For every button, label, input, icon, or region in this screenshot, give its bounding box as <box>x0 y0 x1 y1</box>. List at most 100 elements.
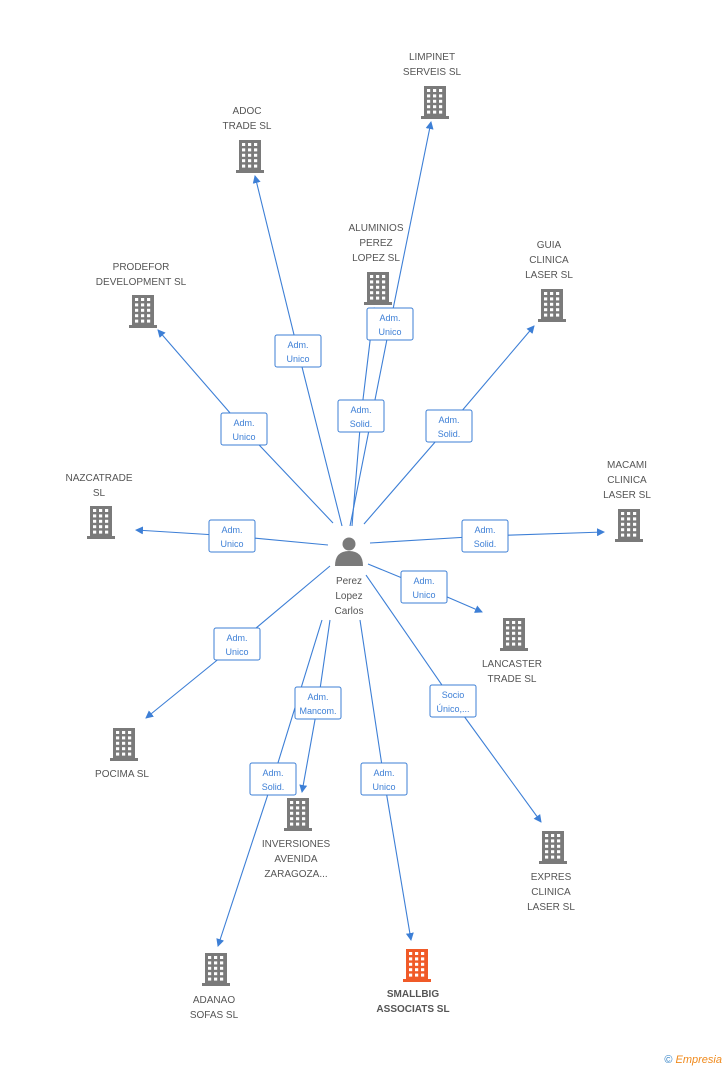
company-label-line: LASER SL <box>603 490 651 501</box>
relation-label: Adm.Solid. <box>438 415 461 439</box>
company-label-line: PEREZ <box>359 238 392 249</box>
company-label-line: SOFAS SL <box>190 1010 239 1021</box>
company-label-line: LASER SL <box>527 902 575 913</box>
company-label-line: PRODEFOR <box>113 262 170 273</box>
company-label-line: GUIA <box>537 240 562 251</box>
company-node-pocima[interactable]: POCIMA SL <box>95 728 149 780</box>
company-label-line: LASER SL <box>525 270 573 281</box>
relation-label-line: Unico <box>286 354 309 364</box>
relation-box-inversiones[interactable]: Adm. Mancom. <box>294 686 342 720</box>
brand-footer[interactable]: ©Empresia <box>664 1054 722 1066</box>
person-label-line: Perez <box>336 576 362 587</box>
company-node-limpinet[interactable]: LIMPINET SERVEIS SL <box>403 52 462 119</box>
company-node-lancaster[interactable]: LANCASTER TRADE SL <box>482 618 542 685</box>
company-label-line: ADOC <box>233 106 262 117</box>
building-icon <box>87 506 115 539</box>
relation-label: Adm.Unico <box>412 576 435 600</box>
company-label-line: TRADE SL <box>223 121 272 132</box>
company-node-adoc[interactable]: ADOC TRADE SL <box>223 106 272 173</box>
company-label: SMALLBIG ASSOCIATS SL <box>376 989 449 1015</box>
relation-label-line: Unico <box>225 647 248 657</box>
company-node-nazcatrade[interactable]: NAZCATRADE SL <box>65 473 133 539</box>
company-label-line: CLINICA <box>531 887 571 898</box>
company-label-line: CLINICA <box>607 475 647 486</box>
company-label-line: SMALLBIG <box>387 989 439 1000</box>
relation-label-line: Unico <box>412 590 435 600</box>
building-icon <box>110 728 138 761</box>
building-icon <box>129 295 157 328</box>
relation-box-prodefor[interactable]: Adm.Unico <box>220 412 268 446</box>
company-label-line: LOPEZ SL <box>352 253 400 264</box>
relation-label-line: Adm. <box>226 633 247 643</box>
relation-box-guia[interactable]: Adm.Solid. <box>425 409 473 443</box>
relation-box-macami[interactable]: Adm.Solid. <box>461 519 509 553</box>
person-label-line: Carlos <box>335 606 364 617</box>
company-label-line: SERVEIS SL <box>403 67 462 78</box>
company-label-line: TRADE SL <box>488 674 537 685</box>
relation-box-smallbig[interactable]: Adm. Unico <box>360 762 408 796</box>
company-label-line: LIMPINET <box>409 52 455 63</box>
relation-box-adanao[interactable]: Adm.Solid. <box>249 762 297 796</box>
company-label-line: NAZCATRADE <box>65 473 132 484</box>
relation-label: Adm.Unico <box>378 313 401 337</box>
company-label-line: SL <box>93 488 106 499</box>
person-label-line: Lopez <box>335 591 362 602</box>
relation-label: Adm. Mancom. <box>299 692 336 716</box>
relation-label-line: Adm. <box>438 415 459 425</box>
relation-label-line: Socio <box>442 690 465 700</box>
relation-box-adoc[interactable]: Adm.Unico <box>274 334 322 368</box>
building-icon <box>615 509 643 542</box>
company-label-line: INVERSIONES <box>262 839 331 850</box>
relation-label-line: Unico <box>372 782 395 792</box>
company-label: POCIMA SL <box>95 769 149 780</box>
building-icon <box>403 949 431 982</box>
company-label: NAZCATRADE SL <box>65 473 132 499</box>
building-icon <box>421 86 449 119</box>
company-label: ADOC TRADE SL <box>223 106 272 132</box>
relation-box-aluminios[interactable]: Adm.Solid. <box>337 399 385 433</box>
company-label-line: ASSOCIATS SL <box>376 1004 449 1015</box>
relation-label-line: Adm. <box>307 692 328 702</box>
relation-label: Adm. Unico <box>372 768 395 792</box>
company-label: LANCASTER TRADE SL <box>482 659 542 685</box>
company-label: LIMPINET SERVEIS SL <box>403 52 462 78</box>
relation-label-line: Mancom. <box>299 706 336 716</box>
building-icon <box>236 140 264 173</box>
relation-label: Adm.Solid. <box>350 405 373 429</box>
relation-label: Adm.Unico <box>232 418 255 442</box>
company-label-line: LANCASTER <box>482 659 542 670</box>
company-label-line: POCIMA SL <box>95 769 149 780</box>
relation-box-nazcatrade[interactable]: Adm.Unico <box>208 519 256 553</box>
relation-label-line: Adm. <box>474 525 495 535</box>
relation-label-line: Adm. <box>233 418 254 428</box>
company-node-smallbig[interactable]: SMALLBIG ASSOCIATS SL <box>376 949 450 1015</box>
relation-label: Adm.Solid. <box>474 525 497 549</box>
relation-label-line: Solid. <box>350 419 373 429</box>
relation-label: Adm. Unico <box>225 633 248 657</box>
building-icon <box>538 289 566 322</box>
relation-box-lancaster[interactable]: Adm.Unico <box>400 570 448 604</box>
relation-label-line: Adm. <box>379 313 400 323</box>
relation-box-pocima[interactable]: Adm. Unico <box>213 627 261 661</box>
relation-label: Adm.Unico <box>220 525 243 549</box>
relation-label-line: Adm. <box>373 768 394 778</box>
relation-box-limpinet[interactable]: Adm.Unico <box>366 307 414 341</box>
